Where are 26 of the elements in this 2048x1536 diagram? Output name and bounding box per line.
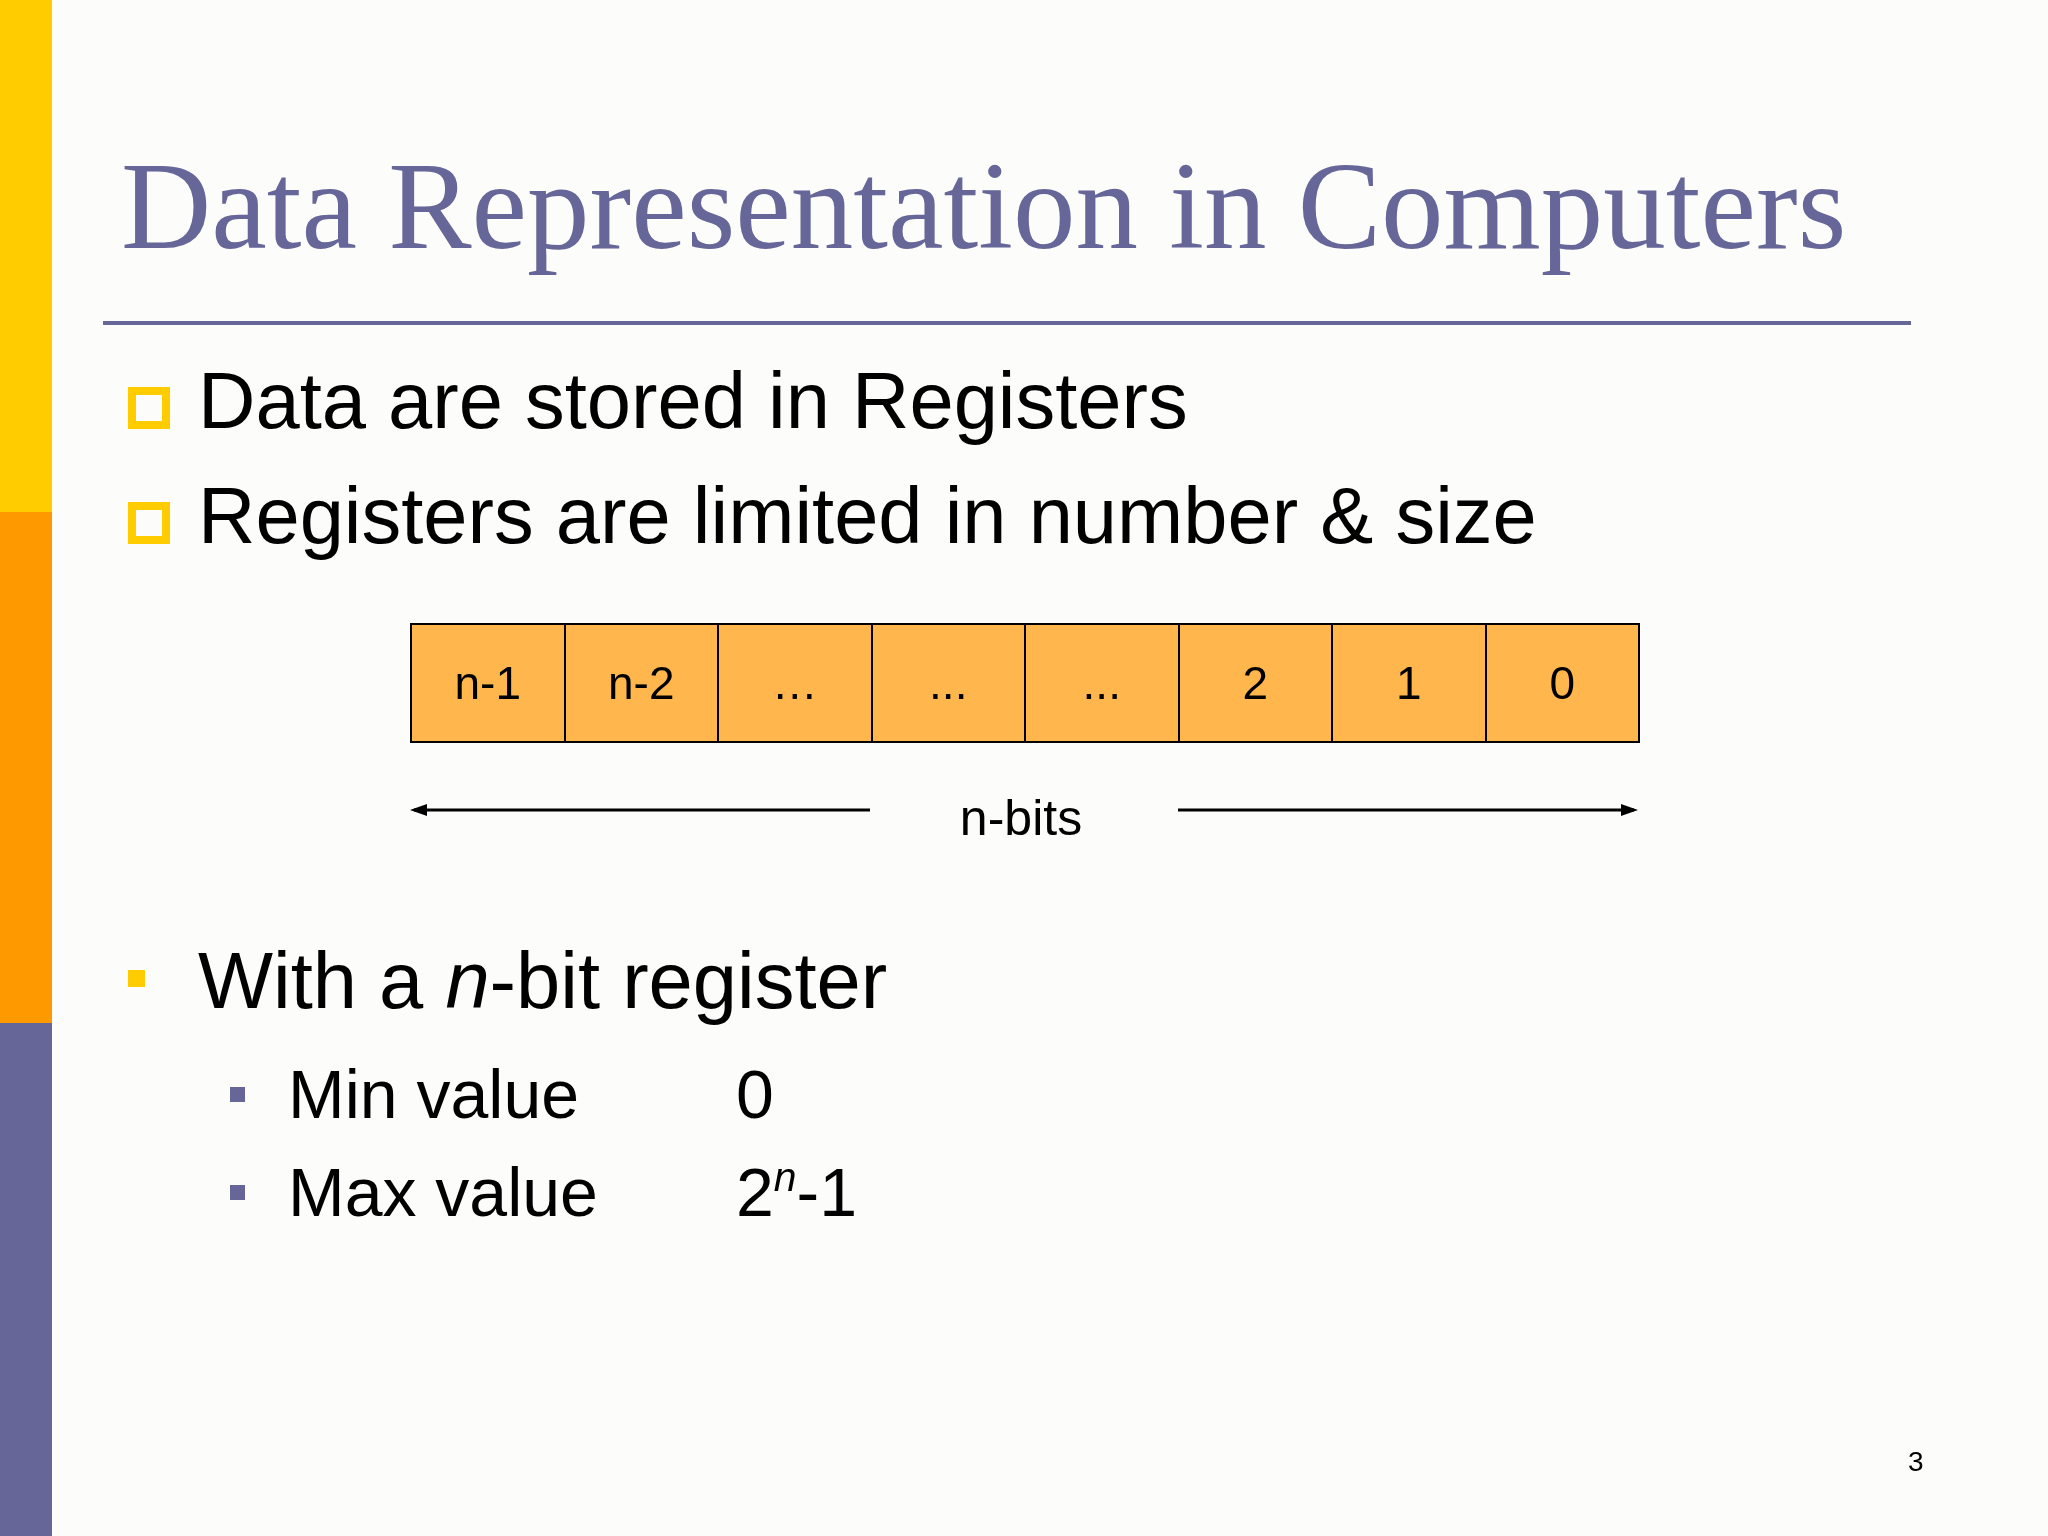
register-cell: [1177, 623, 1333, 743]
bullet-text: With a n-bit register: [198, 934, 888, 1027]
dimension-label: n-bits: [959, 789, 1083, 848]
bit-label: 0: [1549, 656, 1576, 710]
sub-bullet-text: Min value: [288, 1055, 580, 1134]
register-cell: [870, 623, 1026, 743]
value-text: 2$^{n}$-1: [736, 1153, 857, 1232]
register-cell: [1484, 623, 1640, 743]
register-cell: [1331, 623, 1487, 743]
bit-label: ...: [1082, 656, 1121, 710]
value-text: 0: [736, 1055, 774, 1134]
sub-bullet-text: Max value: [288, 1153, 598, 1232]
bit-label: 1: [1395, 656, 1422, 710]
slide-title: Data Representation in Computers: [121, 135, 1847, 277]
register-cell: [717, 623, 873, 743]
page-number: 3: [1908, 1446, 1924, 1479]
bit-label: ...: [929, 656, 968, 710]
register-cell: [1024, 623, 1180, 743]
bullet-text: Data are stored in Registers: [198, 354, 1188, 447]
register-cell: [563, 623, 719, 743]
bit-label: n-2: [608, 656, 675, 710]
bit-label: 2: [1242, 656, 1269, 710]
bit-label: …: [771, 656, 818, 710]
bullet-text: Registers are limited in number & size: [198, 469, 1537, 562]
register-cell: [410, 623, 566, 743]
bit-label: n-1: [454, 656, 521, 710]
